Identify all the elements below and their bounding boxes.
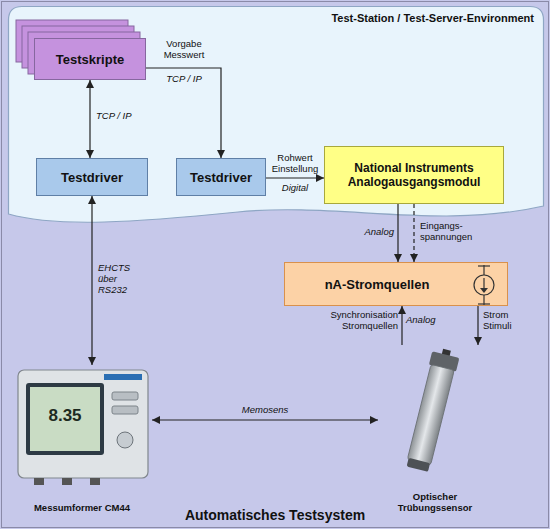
edge-label: Strom Stimuli [483,309,512,331]
node-label: National Instruments Analogausgangsmodul [330,161,498,189]
current-source-box: nA-Stromquellen [284,262,508,306]
title-anchor: Automatisches Testsystem [0,507,550,524]
navigator-knob [117,432,133,448]
driver-box: Testdriver [36,158,148,196]
script-box: Testskripte [34,38,146,80]
source-arrow [480,288,488,293]
brand-stripe [104,374,142,380]
display-value: 8.35 [48,406,81,425]
connector [152,419,378,420]
connector [91,196,92,365]
protocol-label: Digital [282,182,308,193]
edge-label-anchor: Rohwert Einstellung [266,152,324,174]
edge-label: Memosens [242,404,288,415]
device-housing [18,370,148,478]
sensor-tip [407,458,431,472]
edge-label-anchor: Strom Stimuli [483,309,535,331]
driver-box: Testdriver [176,158,266,196]
turbidity-sensor [404,346,461,472]
connector [413,204,414,262]
connector [397,204,398,262]
source-circle [474,275,494,295]
label-anchor: Digital [266,182,324,193]
terminal [478,303,490,304]
node-label: Testskripte [56,52,124,67]
transmitter-node: Messumformer CM44 [12,365,152,515]
connector [146,68,221,158]
edge-label-anchor: EHCTS über RS232 [98,262,142,295]
edge-label: Analog [364,226,394,237]
connector [266,177,324,178]
sensor-node: Optischer Trübungssensor [378,345,492,515]
diagram-title: Automatisches Testsystem [185,507,365,523]
io-module-box: National Instruments Analogausgangsmodul [324,146,504,204]
edge-label-anchor: Eingangs- spannungen [420,220,490,242]
cable-gland [62,478,72,485]
edge-label-anchor: Vorgabe Messwert [148,38,220,60]
signal-label: Analog [406,314,436,325]
device-button [112,392,138,400]
terminal [478,265,490,266]
label-anchor: 8.35 [30,406,100,426]
edge-label: Eingangs- spannungen [420,220,472,242]
node-label: Testdriver [61,170,123,185]
edge-label-anchor: TCP / IP [96,110,156,121]
sensor-body [407,364,454,465]
edge-label: EHCTS über RS232 [98,262,130,295]
connector [89,80,90,158]
cable-gland [34,478,44,485]
node-label: Messumformer CM44 [34,502,130,513]
node-label: Optischer Trübungssensor [383,491,487,513]
edge-label: Synchronisation Stromquellen [330,309,398,331]
device-button [112,406,138,414]
node-label: Testdriver [190,170,252,185]
environment-panel: Test-Station / Test-Server-EnvironmentTe… [8,6,544,221]
edge-label-anchor: Memosens [228,404,302,415]
source-arrow [483,278,484,289]
screen-bezel [26,383,104,455]
protocol-label: TCP / IP [166,73,202,84]
label-anchor: Analog [406,314,450,325]
screen [30,387,100,451]
edge-label: TCP / IP [96,110,132,121]
connector [401,306,402,345]
edge-label: Rohwert Einstellung [272,152,318,174]
node-label: nA-Stromquellen [325,277,430,292]
edge-label-anchor: Analog [338,226,394,237]
edge-label-anchor: Synchronisation Stromquellen [306,309,398,331]
label-anchor: TCP / IP [148,73,220,84]
panel-shape [9,7,544,223]
edge-label: Vorgabe Messwert [164,38,205,60]
panel-title: Test-Station / Test-Server-Environment [8,6,544,24]
connector [477,306,478,345]
cable-gland [90,478,100,485]
transmitter-device [18,370,148,485]
current-source-symbol [469,265,499,305]
